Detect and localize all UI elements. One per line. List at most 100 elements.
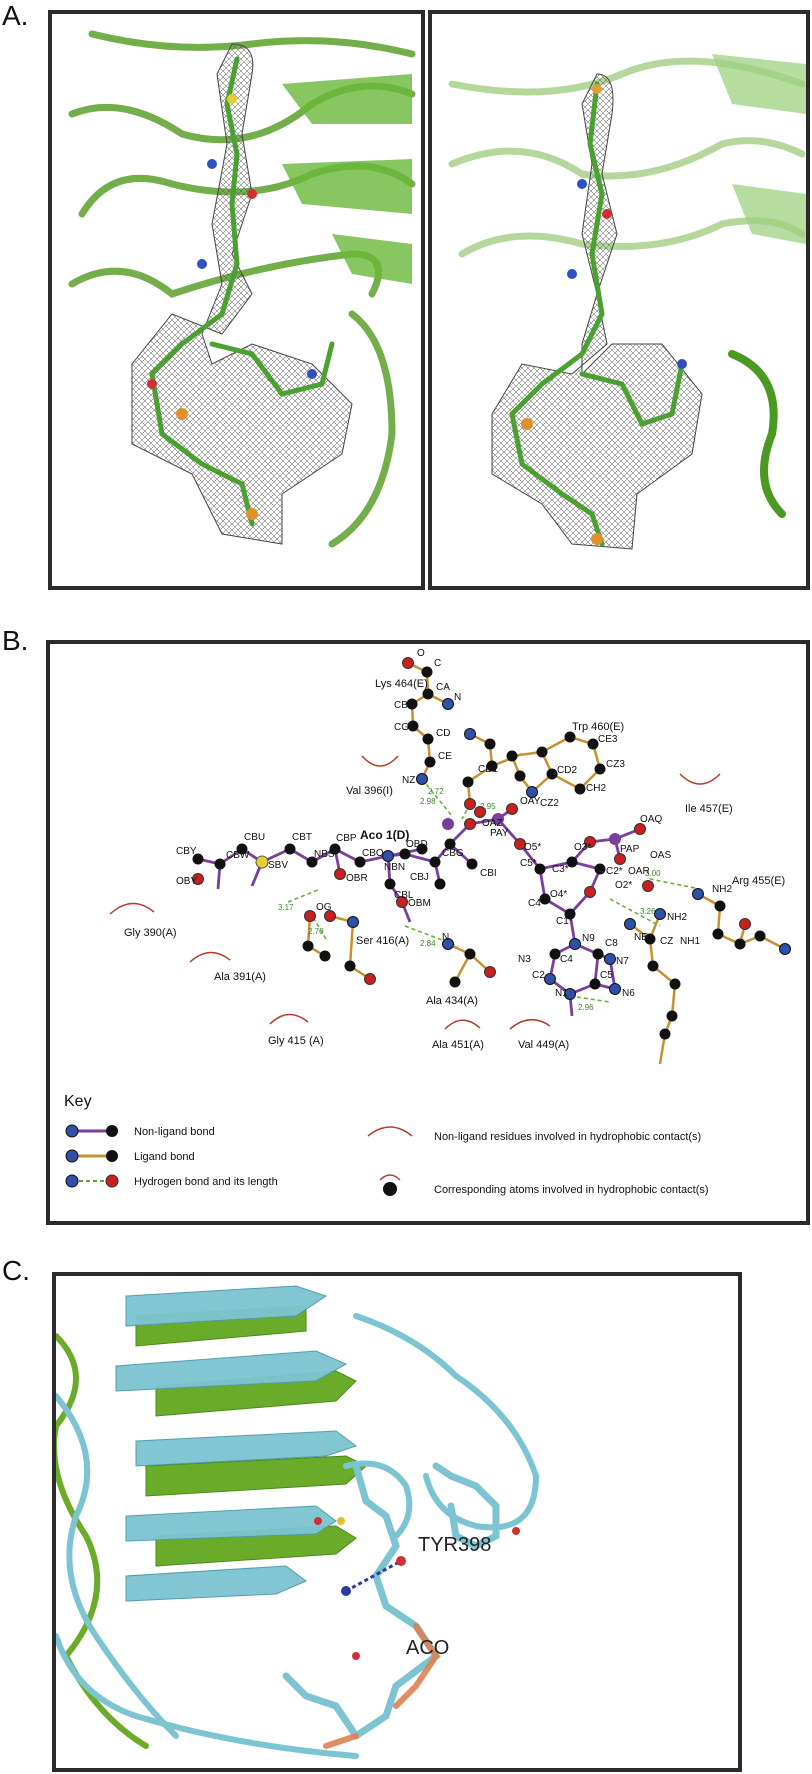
atom-label: CD2	[557, 765, 577, 776]
atom-label: N9	[582, 933, 595, 944]
residue-label: Gly 390(A)	[124, 927, 177, 939]
atom-label: NBN	[384, 862, 405, 873]
panel-a-left-frame	[48, 10, 425, 590]
atom-label: OAR	[628, 866, 650, 877]
atom-label: NZ	[402, 775, 415, 786]
hbond-length: 2.72	[428, 787, 444, 796]
atom-label: OAQ	[640, 814, 662, 825]
atom-label: C4	[560, 954, 573, 965]
atom-label: C2	[532, 970, 545, 981]
atom-label: OBY	[176, 876, 197, 887]
atom-label: N	[454, 692, 461, 703]
atom-label: C1*	[556, 916, 573, 927]
hbond-length: 2.84	[420, 939, 436, 948]
legend-hydrophobic-atoms: Corresponding atoms involved in hydropho…	[434, 1184, 709, 1196]
hydrophobic-arcs	[109, 755, 721, 1030]
legend-title: Key	[64, 1093, 92, 1110]
atoms	[192, 657, 791, 1040]
atom-label: CA	[436, 682, 450, 693]
atom-label: CZ2	[540, 798, 559, 809]
atom-label: O2*	[615, 880, 632, 891]
panel-c-frame: TYR398 ACO	[52, 1272, 742, 1772]
atom-label: CZ3	[606, 759, 625, 770]
atom-label: O3*	[574, 842, 591, 853]
atom-label: NE	[634, 932, 648, 943]
atom-label: CBG	[442, 848, 464, 859]
atom-label: OAS	[650, 850, 671, 861]
atom-label: C8	[605, 938, 618, 949]
atom-label: OG	[316, 902, 332, 913]
atom-label: CBP	[336, 833, 357, 844]
atom-label: CBT	[292, 832, 312, 843]
panel-b-letter: B.	[2, 625, 29, 656]
atom-label: OBR	[346, 873, 368, 884]
atom-label: CBU	[244, 832, 265, 843]
aco-label: ACO	[406, 1637, 449, 1659]
atom-label: O5*	[524, 842, 541, 853]
hbond-length: 2.70	[308, 927, 324, 936]
atom-label: C5	[600, 970, 613, 981]
atom-label: N6	[622, 988, 635, 999]
atom-label: SBV	[268, 860, 288, 871]
legend-hydrogen-bond: Hydrogen bond and its length	[134, 1176, 278, 1188]
panel-a-right-frame	[428, 10, 810, 590]
residue-label: Trp 460(E)	[572, 721, 624, 733]
residue-label: Ala 451(A)	[432, 1039, 484, 1051]
atom-label: CBJ	[410, 872, 429, 883]
atom-label: N3	[518, 954, 531, 965]
hbond-length: 3.17	[278, 903, 294, 912]
atom-label: O4*	[550, 889, 567, 900]
atom-label: C2*	[606, 866, 623, 877]
hbond-length: 2.95	[480, 802, 496, 811]
legend-ligand-bond: Ligand bond	[134, 1151, 195, 1163]
legend-hydrophobic-residues: Non-ligand residues involved in hydropho…	[434, 1131, 701, 1143]
residue-label: Ala 434(A)	[426, 995, 478, 1007]
atom-label: PAY	[490, 828, 509, 839]
electron-density-mesh	[491, 73, 703, 550]
atom-label: CBL	[394, 890, 414, 901]
panel-a-right-structure	[448, 54, 806, 550]
atom-label: C3*	[552, 864, 569, 875]
atom-label: O	[417, 648, 425, 659]
residue-label: Lys 464(E)	[375, 678, 428, 690]
atom-label: CG	[394, 722, 409, 733]
legend: Key Non-ligand bond Ligand bond Hydrogen…	[64, 1093, 709, 1196]
electron-density-mesh	[131, 43, 353, 545]
atom-label: N	[442, 932, 449, 943]
atom-label: CB	[394, 700, 408, 711]
panel-a-letter: A.	[2, 0, 29, 31]
atom-label: OAZ	[482, 818, 503, 829]
hbond-length: 3.26	[640, 907, 656, 916]
ligand-label: Aco 1(D)	[360, 828, 409, 842]
atom-label: OAY	[520, 796, 541, 807]
hbond-length: 2.96	[578, 1003, 594, 1012]
atom-label: N1	[555, 988, 568, 999]
panel-a-left-structure	[68, 30, 416, 548]
ligplot-diagram: 2.72 2.98 2.95 3.00 3.26 3.17 2.70 2.84 …	[64, 648, 791, 1196]
hbond-length: 3.00	[645, 869, 661, 878]
atom-label: C5*	[520, 858, 537, 869]
atom-label: CE	[438, 751, 452, 762]
panel-c-letter: C.	[2, 1255, 30, 1286]
residue-label: Val 449(A)	[518, 1039, 569, 1051]
panel-c-structure: TYR398 ACO	[56, 1285, 540, 1759]
residue-label: Ser 416(A)	[356, 935, 409, 947]
atom-label: CBI	[480, 868, 497, 879]
atom-label: NH1	[680, 936, 700, 947]
atom-label: CBY	[176, 846, 197, 857]
atom-label: CH2	[586, 783, 606, 794]
residue-label: Ala 391(A)	[214, 971, 266, 983]
atom-label: CZ	[660, 936, 673, 947]
atom-label: NH2	[667, 912, 687, 923]
hbond-length: 2.98	[420, 797, 436, 806]
atom-label: CBW	[226, 850, 250, 861]
atom-label: OBD	[406, 839, 428, 850]
atom-label: C4*	[528, 898, 545, 909]
tyr398-label: TYR398	[418, 1534, 491, 1556]
atom-label: CD1	[478, 764, 498, 775]
residue-label: Gly 415 (A)	[268, 1035, 324, 1047]
atom-label: CD	[436, 728, 450, 739]
atom-label: CE3	[598, 734, 618, 745]
atom-label: NBS	[314, 849, 335, 860]
atom-label: CBO	[362, 848, 384, 859]
